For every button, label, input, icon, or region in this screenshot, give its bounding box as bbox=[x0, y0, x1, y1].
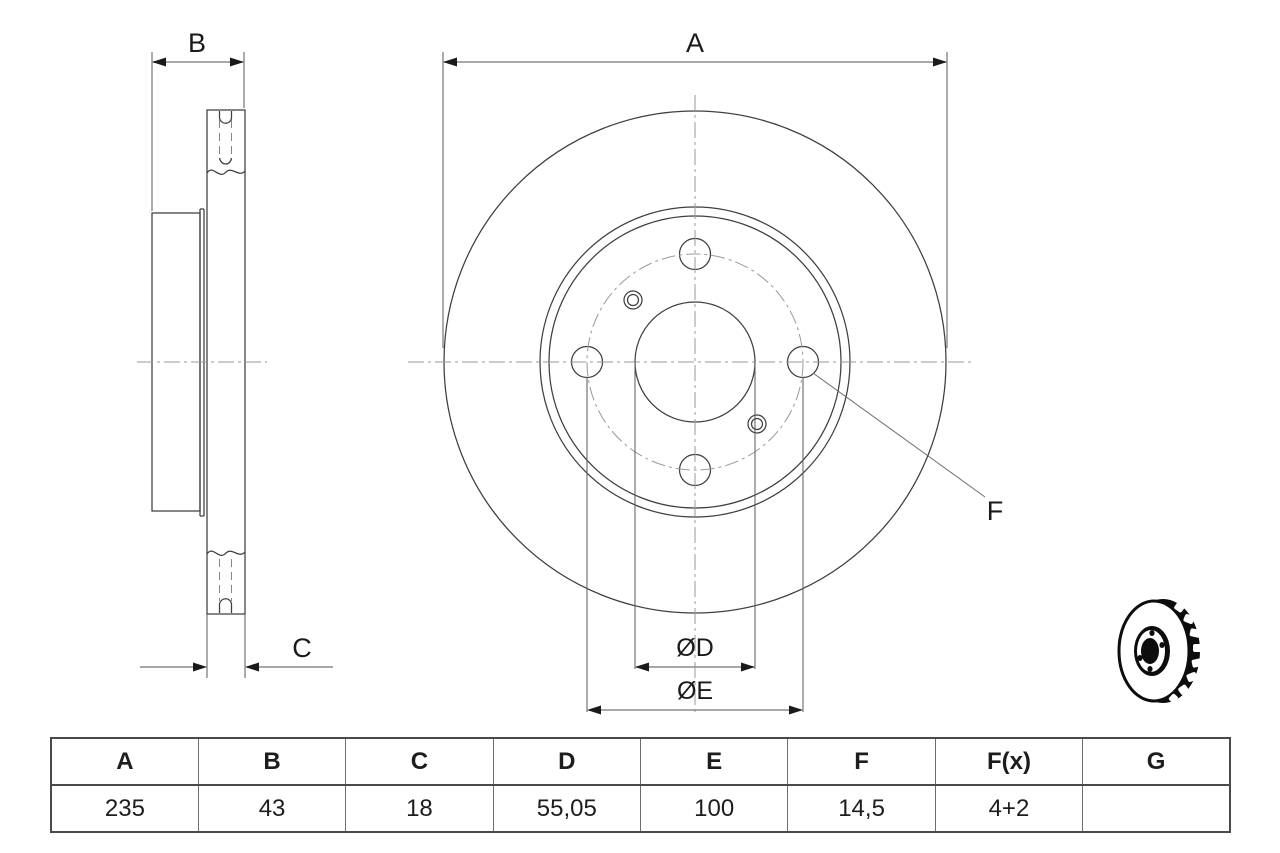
spec-value-cell: 4+2 bbox=[934, 784, 1084, 833]
dimension-b: B bbox=[151, 28, 245, 211]
side-view-dashed bbox=[219, 120, 232, 601]
thumbnail-bolt-holes bbox=[1137, 630, 1165, 672]
spec-header-cell: E bbox=[639, 737, 789, 786]
arrowhead-right-icon bbox=[933, 57, 947, 67]
spec-header-cell: D bbox=[492, 737, 642, 786]
dimension-a: A bbox=[442, 28, 948, 348]
side-break-line-bottom bbox=[206, 550, 246, 556]
spec-table: A B C D E F F(x) G 235 43 18 55,05 100 1… bbox=[50, 737, 1231, 833]
spec-header-cell: C bbox=[345, 737, 494, 786]
dimension-c: C bbox=[140, 614, 333, 678]
side-hole-mouth-top bbox=[218, 111, 233, 124]
arrowhead-left-icon bbox=[245, 662, 259, 672]
arrowhead-left-icon bbox=[443, 57, 457, 67]
spec-value-cell: 100 bbox=[639, 784, 789, 833]
side-hole-mouth-bottom bbox=[218, 598, 233, 613]
arrowhead-right-icon bbox=[230, 57, 244, 67]
spec-header-cell: G bbox=[1082, 737, 1231, 786]
technical-drawing-svg: B C A bbox=[137, 28, 1204, 715]
spec-header-cell: A bbox=[50, 737, 199, 786]
spec-value-cell: 18 bbox=[345, 784, 494, 833]
arrowhead-left-icon bbox=[152, 57, 166, 67]
spec-header-cell: F(x) bbox=[934, 737, 1084, 786]
arrowhead-right-icon bbox=[741, 662, 755, 672]
label-c: C bbox=[292, 633, 312, 663]
spec-value-row: 235 43 18 55,05 100 14,5 4+2 bbox=[50, 784, 1231, 833]
f-leader: F bbox=[812, 372, 1004, 526]
spec-value-cell: 43 bbox=[197, 784, 347, 833]
disc-3d-thumbnail bbox=[1117, 599, 1204, 703]
label-a: A bbox=[686, 28, 704, 58]
arrowhead-left-icon bbox=[635, 662, 649, 672]
spec-value-cell bbox=[1082, 784, 1231, 833]
locating-hole-upper-inner bbox=[626, 293, 640, 307]
arrowhead-right-icon bbox=[193, 662, 207, 672]
spec-header-cell: F bbox=[787, 737, 936, 786]
label-d: ØD bbox=[676, 634, 714, 662]
thumbnail-center-bore bbox=[1141, 638, 1159, 664]
spec-header-row: A B C D E F F(x) G bbox=[50, 737, 1231, 786]
arrowhead-right-icon bbox=[789, 705, 803, 715]
locating-hole-lower-inner bbox=[750, 417, 764, 431]
thumbnail-vent-slots bbox=[1168, 602, 1204, 703]
side-break-line-top bbox=[206, 169, 246, 175]
spec-header-cell: B bbox=[197, 737, 347, 786]
dimension-e: ØE bbox=[586, 377, 804, 715]
label-f: F bbox=[987, 496, 1004, 526]
spec-value-cell: 235 bbox=[50, 784, 199, 833]
label-e: ØE bbox=[677, 677, 713, 705]
locating-hole-upper bbox=[623, 290, 643, 310]
arrowhead-left-icon bbox=[587, 705, 601, 715]
spec-value-cell: 55,05 bbox=[492, 784, 642, 833]
side-hole-dome-top bbox=[218, 157, 233, 165]
label-b: B bbox=[188, 28, 206, 58]
front-view-centerlines bbox=[408, 95, 975, 713]
dimension-d: ØD bbox=[634, 362, 756, 672]
spec-value-cell: 14,5 bbox=[787, 784, 936, 833]
locating-hole-lower bbox=[747, 414, 767, 434]
bolt-circle bbox=[586, 253, 804, 471]
